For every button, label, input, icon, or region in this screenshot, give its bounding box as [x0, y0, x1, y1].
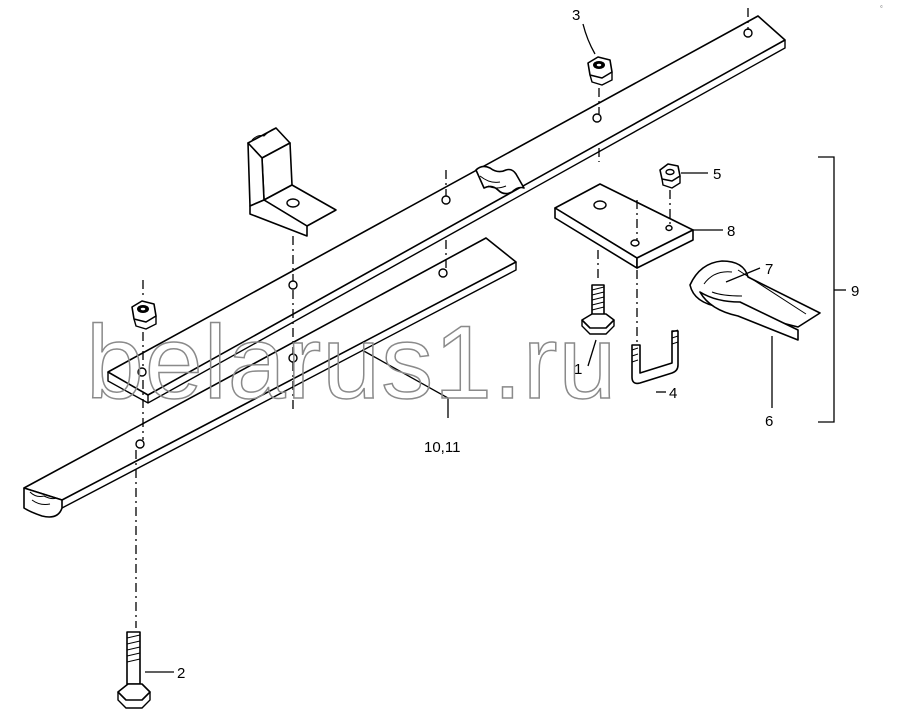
nut-3 [587, 56, 613, 86]
nut-5 [659, 163, 681, 189]
angle-bracket [247, 127, 337, 237]
strap-clip [689, 260, 821, 341]
callout-6: 6 [765, 413, 773, 430]
callout-9: 9 [851, 283, 859, 300]
lower-bar [23, 237, 517, 518]
callout-1: 1 [574, 361, 582, 378]
callout-2: 2 [177, 665, 185, 682]
callout-5: 5 [713, 166, 721, 183]
mounting-plate [554, 183, 694, 269]
center-lines [135, 8, 749, 628]
watermark: belarus1.ru [86, 305, 617, 421]
callout-10-11: 10,11 [424, 439, 460, 456]
leaders [145, 23, 846, 673]
u-bolt-4 [631, 329, 679, 385]
callout-3: 3 [572, 7, 580, 24]
nut-left [131, 300, 157, 330]
callout-8: 8 [727, 223, 735, 240]
upper-bar [107, 15, 786, 404]
callout-7: 7 [765, 261, 773, 278]
bolt-2 [117, 631, 151, 709]
bolt-1 [581, 284, 615, 335]
callout-4: 4 [669, 385, 677, 402]
corner-mark: © [880, 4, 883, 9]
